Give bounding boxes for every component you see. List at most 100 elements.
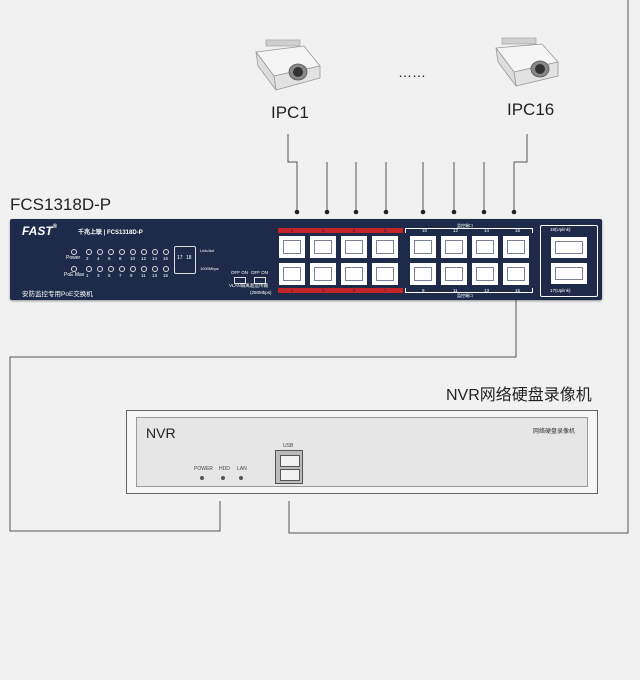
poe-port[interactable]: [471, 235, 499, 259]
switch-model-title: FCS1318D-P: [10, 195, 112, 214]
port-led: [130, 249, 136, 255]
port-led-number: 4: [97, 256, 100, 261]
port-number: 14: [484, 228, 490, 233]
port-number: 12: [453, 228, 459, 233]
poe-port[interactable]: [502, 235, 530, 259]
uplink-port-17[interactable]: [550, 262, 588, 285]
port-number: 8: [384, 228, 387, 233]
hdd-led: [221, 476, 225, 480]
extend-switch-top: OFF ON: [251, 270, 268, 275]
uplink-port-17-label: 17(Uplink): [550, 288, 571, 293]
uplink-led-box: [174, 246, 196, 274]
usb-slot-top: [280, 455, 300, 467]
poe-port[interactable]: [278, 262, 306, 286]
vlan-switch-top: OFF ON: [231, 270, 248, 275]
port-led: [119, 266, 125, 272]
port-number: 13: [484, 288, 490, 293]
nvr-caption: NVR网络硬盘录像机: [446, 387, 592, 404]
port-number: 3: [322, 288, 325, 293]
camera-ipc1: [248, 38, 328, 98]
camera-ipc16: [492, 36, 572, 96]
port-led-number: 7: [119, 273, 122, 278]
poe-port[interactable]: [278, 235, 306, 259]
port-led-number: 8: [119, 256, 122, 261]
port-led: [163, 266, 169, 272]
port-led-number: 13: [152, 273, 158, 278]
poe-max-label: PoE Max: [64, 272, 85, 278]
port-led: [97, 266, 103, 272]
poe-port[interactable]: [440, 262, 468, 286]
extend-switch[interactable]: [254, 277, 266, 284]
poe-port[interactable]: [440, 235, 468, 259]
port-led-number: 15: [163, 273, 169, 278]
port-led: [108, 249, 114, 255]
poe-port[interactable]: [409, 262, 437, 286]
uplink-port-18-label: 18(Uplink): [550, 227, 571, 232]
white-bar-top: [405, 228, 533, 233]
port-led: [141, 266, 147, 272]
uplink-port-block: 18(Uplink) 17(Uplink): [540, 225, 598, 297]
port-number: 11: [453, 288, 458, 293]
lan-led: [239, 476, 243, 480]
nvr-device: NVR 网络硬盘录像机 POWER HDD LAN USB: [126, 410, 598, 494]
lan-led-label: LAN: [237, 466, 247, 472]
camera-label-ipc1: IPC1: [271, 103, 309, 122]
extend-switch-sub: (250Mbps): [250, 290, 272, 295]
switch-footer-text: 安防监控专用PoE交换机: [22, 291, 93, 298]
brand-mark: ®: [52, 224, 58, 230]
port-led-number: 12: [141, 256, 147, 261]
uplink-led-17-label: 17: [177, 255, 183, 261]
poe-port[interactable]: [371, 262, 399, 286]
uplink-legend-2: 1000Mbps: [200, 266, 219, 271]
port-led-number: 16: [163, 256, 169, 261]
poe-port[interactable]: [340, 235, 368, 259]
ellipsis: ……: [398, 64, 426, 80]
hdd-led-label: HDD: [219, 466, 230, 472]
port-led: [108, 266, 114, 272]
uplink-legend-1: Link/Act: [200, 248, 215, 253]
nvr-front-panel: NVR 网络硬盘录像机 POWER HDD LAN USB: [136, 417, 588, 487]
camera-icon: [495, 37, 559, 87]
poe-port[interactable]: [340, 262, 368, 286]
vlan-switch-label: VLAN隔离: [229, 283, 250, 288]
poe-port[interactable]: [309, 262, 337, 286]
port-led: [152, 249, 158, 255]
poe-port[interactable]: [502, 262, 530, 286]
port-led-number: 5: [108, 273, 111, 278]
poe-group-label-top: 监控端口: [457, 223, 473, 228]
port-number: 6: [353, 228, 356, 233]
usb-port[interactable]: [275, 450, 303, 484]
port-led-number: 6: [108, 256, 111, 261]
power-led-label: POWER: [194, 466, 213, 472]
port-led-number: 9: [130, 273, 133, 278]
power-label: Power: [66, 255, 81, 261]
uplink-port-18[interactable]: [550, 236, 588, 259]
vlan-switch[interactable]: [234, 277, 246, 284]
port-led-number: 10: [130, 256, 136, 261]
uplink-led-18-label: 18: [186, 255, 192, 261]
port-led: [163, 249, 169, 255]
port-number: 5: [353, 288, 356, 293]
poe-port[interactable]: [471, 262, 499, 286]
port-number: 7: [384, 288, 387, 293]
port-led-number: 11: [141, 273, 146, 278]
port-led: [119, 249, 125, 255]
port-number: 2: [291, 228, 294, 233]
poe-port[interactable]: [371, 235, 399, 259]
port-led: [86, 249, 92, 255]
poe-port[interactable]: [409, 235, 437, 259]
power-led: [200, 476, 204, 480]
switch-header-text: 千兆上联 | FCS1318D-P: [78, 230, 143, 236]
port-led-number: 1: [86, 273, 89, 278]
port-led-number: 3: [97, 273, 100, 278]
usb-label: USB: [283, 443, 294, 449]
extend-switch-label: 超远传输: [250, 283, 268, 288]
camera-icon: [255, 39, 321, 91]
port-led: [86, 266, 92, 272]
poe-port[interactable]: [309, 235, 337, 259]
poe-group-label-bottom: 监控端口: [457, 293, 473, 298]
